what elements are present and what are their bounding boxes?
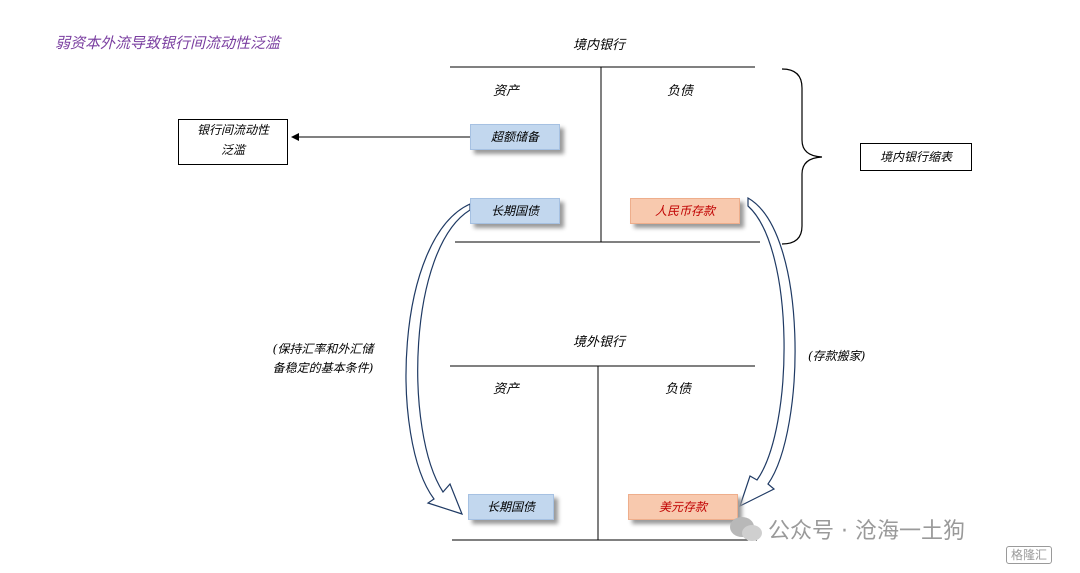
page-title: 弱资本外流导致银行间流动性泛滥 <box>55 34 281 52</box>
domestic-bank-title: 境内银行 <box>573 38 626 53</box>
watermark-logo: 格隆汇 <box>1006 546 1053 564</box>
liquidity-flood-box: 银行间流动性 泛滥 <box>178 119 288 165</box>
right-curve-arrow <box>738 196 796 508</box>
usd-deposits-box: 美元存款 <box>628 494 738 520</box>
domestic-long-term-bonds-box: 长期国债 <box>470 198 560 224</box>
left-note: (保持汇率和外汇储 备稳定的基本条件) <box>248 340 398 378</box>
right-note: (存款搬家) <box>808 349 866 363</box>
liquidity-flood-line1: 银行间流动性 <box>196 123 269 137</box>
overseas-bank-title: 境外银行 <box>573 335 626 350</box>
rmb-deposits-box: 人民币存款 <box>630 198 740 224</box>
left-note-line2: 备稳定的基本条件) <box>272 361 374 375</box>
wechat-icon <box>728 514 764 548</box>
domestic-liabilities-label: 负债 <box>667 84 694 99</box>
overseas-long-term-bonds-box: 长期国债 <box>468 494 554 520</box>
overseas-assets-label: 资产 <box>493 382 520 397</box>
domestic-shrink-box: 境内银行缩表 <box>860 143 972 171</box>
brace <box>781 68 823 245</box>
watermark-text: 公众号 · 沧海一土狗 <box>768 519 965 544</box>
left-note-line1: (保持汇率和外汇储 <box>272 342 374 356</box>
liquidity-flood-line2: 泛滥 <box>220 143 245 157</box>
overseas-liabilities-label: 负债 <box>665 382 692 397</box>
excess-reserves-box: 超额储备 <box>470 124 560 150</box>
domestic-assets-label: 资产 <box>493 84 520 99</box>
left-curve-arrow <box>405 203 471 515</box>
